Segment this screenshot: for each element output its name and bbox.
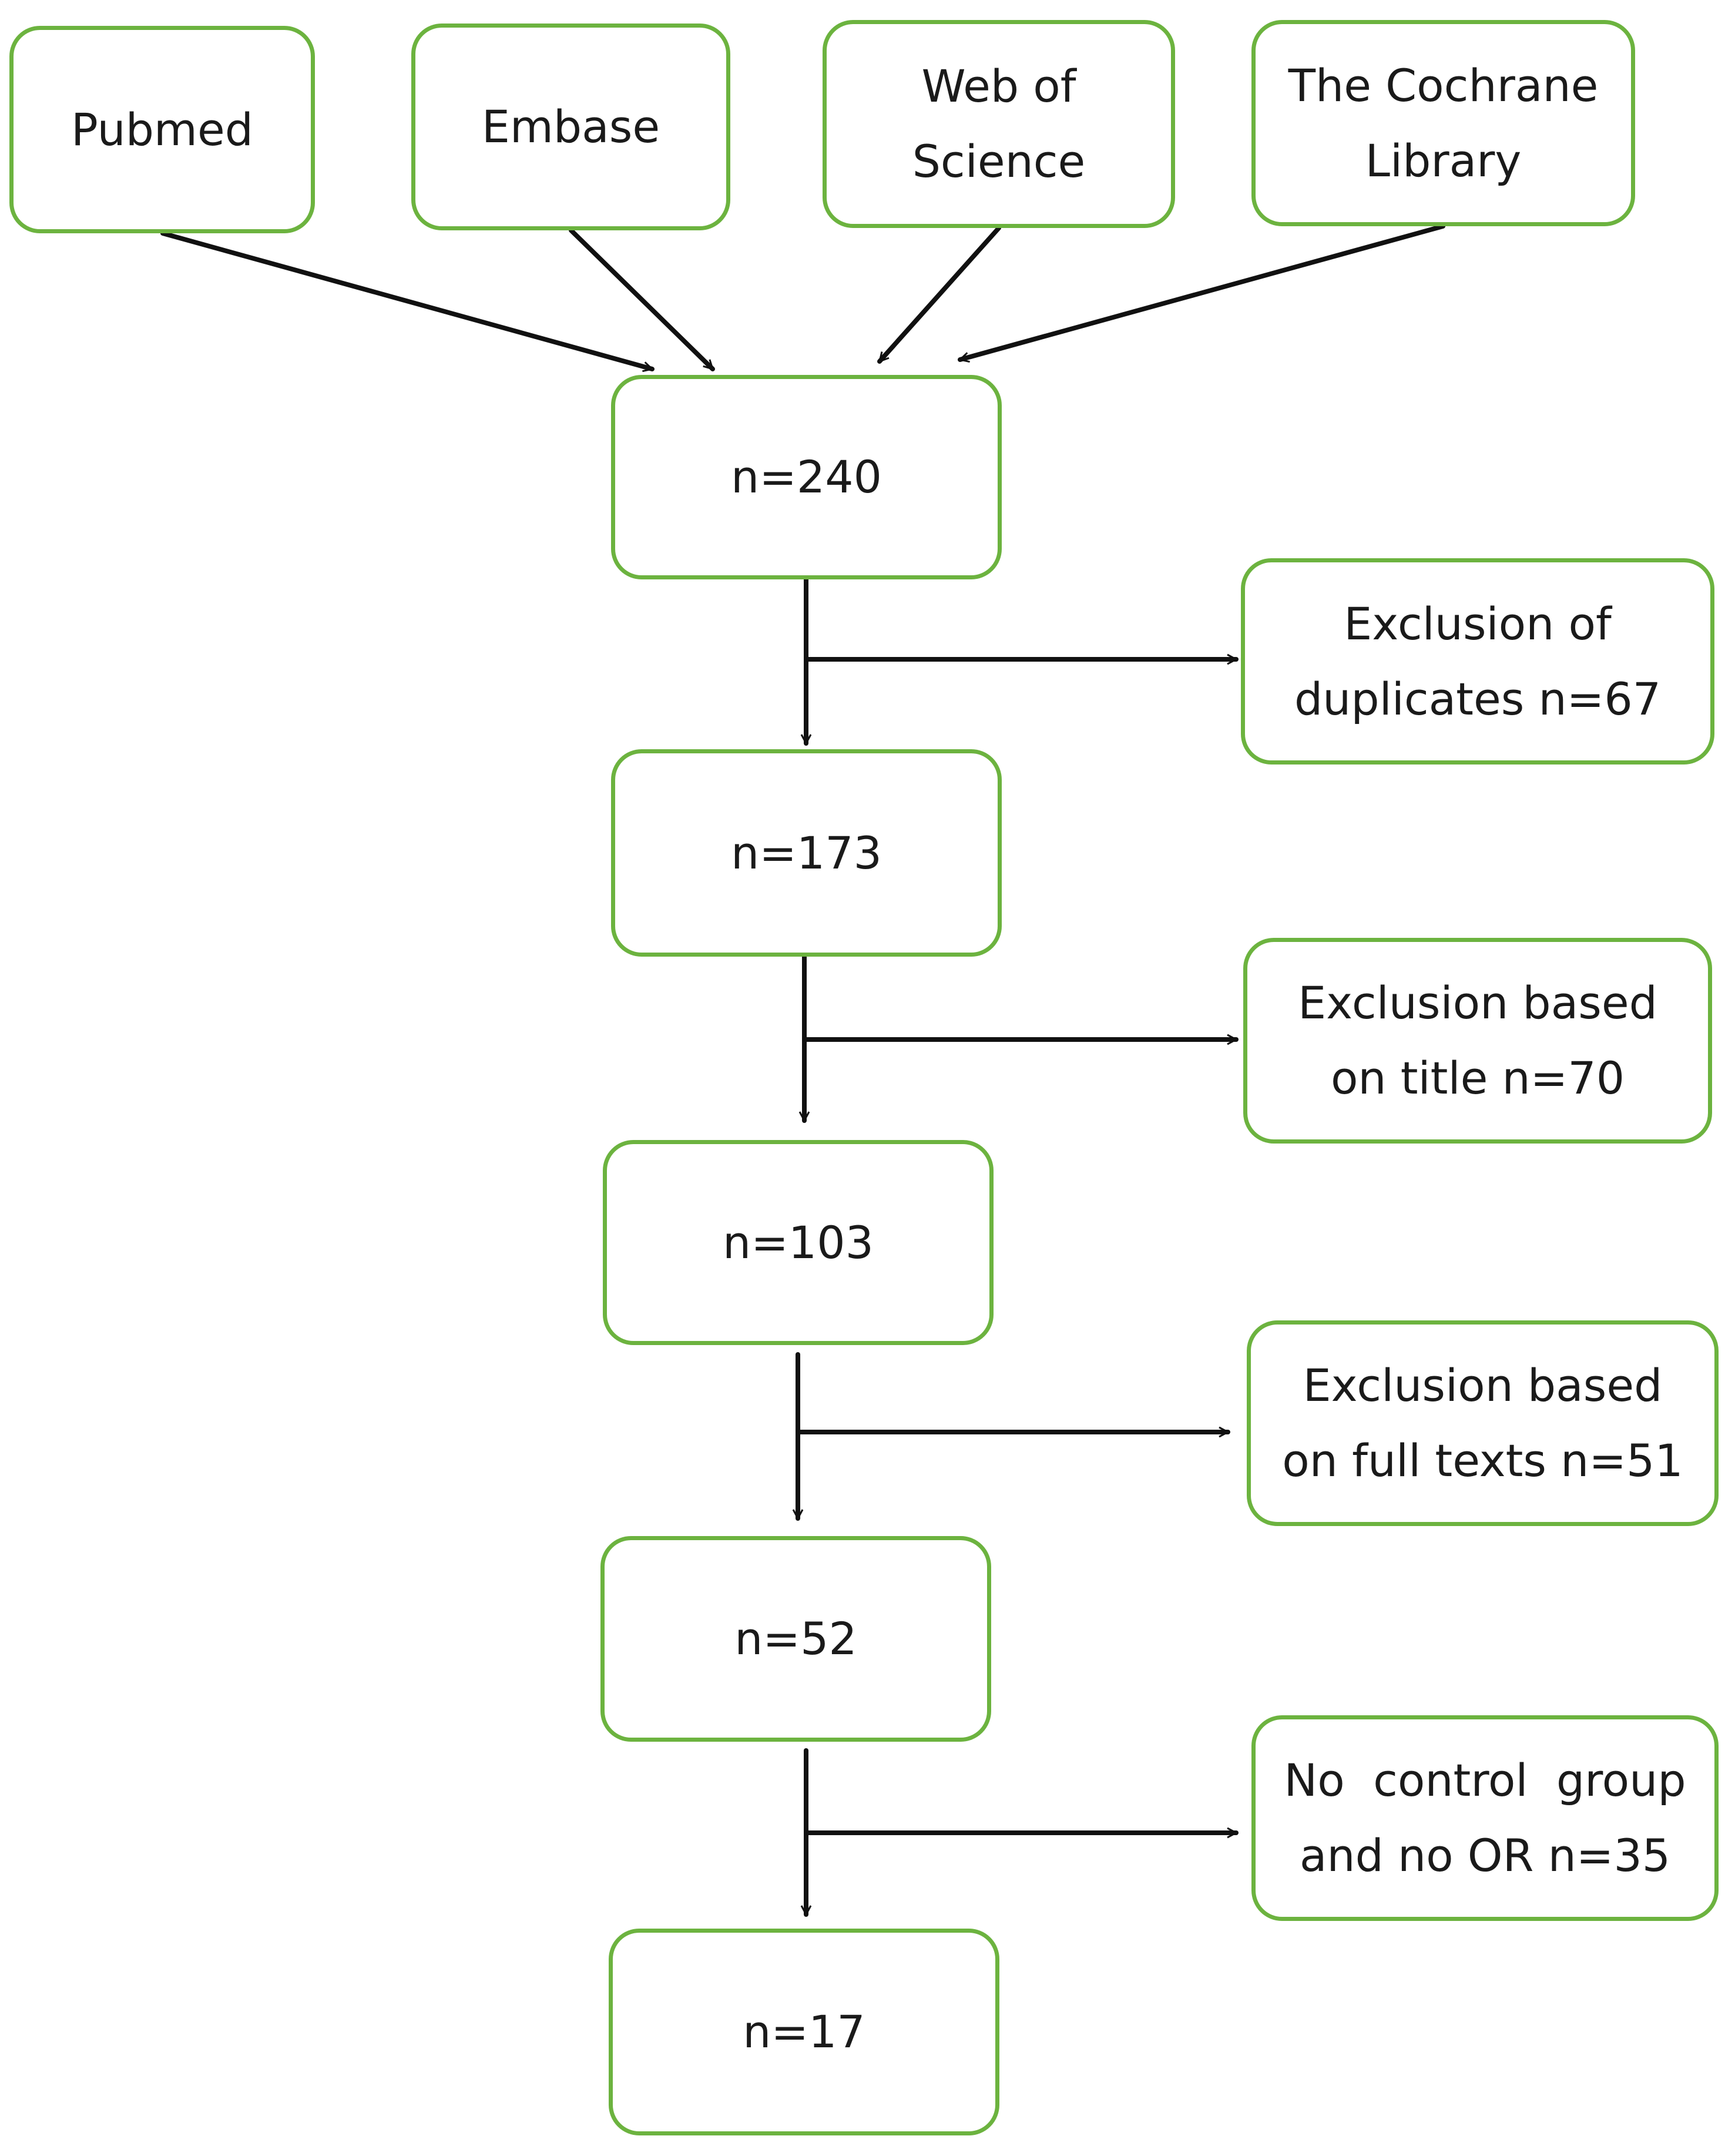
exclusion-label-line2: on title n=70: [1330, 1052, 1625, 1104]
arrow-web-of-science: [877, 226, 1001, 364]
stage-box-3: n=103: [603, 1140, 994, 1345]
source-label-line2: Science: [912, 135, 1086, 187]
exclusion-box-no-control: No control group and no OR n=35: [1251, 1715, 1719, 1921]
source-label-line2: Library: [1365, 134, 1522, 187]
stage-box-5: n=17: [609, 1929, 999, 2135]
exclusion-label-line2: duplicates n=67: [1294, 672, 1662, 725]
exclusion-label-line1: Exclusion based: [1303, 1359, 1663, 1411]
exclusion-label-line1: Exclusion of: [1344, 597, 1612, 650]
exclusion-label-line1: Exclusion based: [1298, 977, 1657, 1029]
stage-count: n=240: [731, 451, 882, 503]
stage-box-2: n=173: [611, 749, 1002, 957]
source-label-line1: Web of: [921, 60, 1076, 112]
arrow-cochrane: [958, 224, 1445, 360]
stage-count: n=173: [731, 826, 882, 879]
exclusion-box-title: Exclusion based on title n=70: [1243, 938, 1712, 1144]
stage-box-4: n=52: [600, 1536, 991, 1742]
arrow-embase: [569, 228, 715, 371]
exclusion-box-full-texts: Exclusion based on full texts n=51: [1247, 1320, 1719, 1526]
source-label-line1: The Cochrane: [1288, 59, 1599, 112]
exclusion-label-line2: and no OR n=35: [1299, 1829, 1671, 1882]
source-label: Embase: [481, 100, 660, 153]
stage-count: n=103: [723, 1216, 874, 1269]
source-box-pubmed: Pubmed: [9, 26, 315, 233]
exclusion-label-line1: No control group: [1284, 1754, 1686, 1806]
exclusion-box-duplicates: Exclusion of duplicates n=67: [1241, 558, 1714, 765]
stage-box-1: n=240: [611, 375, 1002, 579]
stage-count: n=17: [743, 2006, 865, 2058]
source-box-cochrane: The Cochrane Library: [1251, 20, 1635, 226]
source-label: Pubmed: [71, 103, 253, 156]
source-box-web-of-science: Web of Science: [823, 20, 1175, 228]
source-box-embase: Embase: [411, 24, 730, 230]
stage-count: n=52: [734, 1612, 857, 1665]
exclusion-label-line2: on full texts n=51: [1282, 1434, 1683, 1487]
arrow-pubmed: [160, 231, 655, 369]
